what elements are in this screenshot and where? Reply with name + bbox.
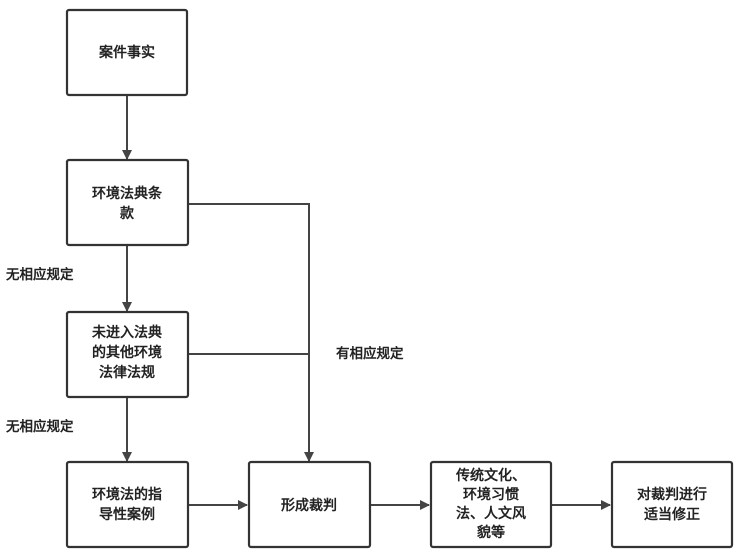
edge-label-has-rule: 有相应规定 (336, 345, 404, 362)
node-tradition-line: 貌等 (476, 524, 505, 541)
node-ruling: 形成裁判 (247, 460, 372, 549)
node-code-line: 环境法典条 (92, 185, 163, 202)
node-guiding: 环境法的指 导性案例 (65, 460, 190, 549)
node-correction-line: 对裁判进行 (637, 486, 707, 503)
node-tradition-line: 环境习惯 (463, 486, 519, 503)
node-guiding-line: 环境法的指 (92, 486, 162, 503)
node-ruling-line: 形成裁判 (281, 497, 337, 514)
edge-label-no-rule-1: 无相应规定 (5, 266, 74, 283)
node-other-laws-line: 的其他环境 (92, 344, 162, 361)
edge-label-no-rule-2: 无相应规定 (5, 418, 74, 435)
node-other-laws: 未进入法典 的其他环境 法律法规 (65, 310, 190, 399)
edge-code-to-ruling (188, 203, 314, 462)
node-other-laws-line: 未进入法典 (92, 324, 162, 341)
node-tradition-line: 法、人文风 (456, 505, 526, 522)
node-other-laws-line: 法律法规 (99, 364, 155, 381)
node-guiding-line: 导性案例 (99, 506, 155, 523)
node-facts: 案件事实 (65, 8, 189, 97)
node-facts-line: 案件事实 (98, 44, 155, 61)
node-tradition-line: 传统文化、 (455, 467, 526, 484)
node-correction-line: 适当修正 (644, 506, 700, 523)
node-code-line: 款 (120, 205, 135, 222)
node-correction: 对裁判进行 适当修正 (610, 460, 734, 549)
node-tradition: 传统文化、 环境习惯 法、人文风 貌等 (429, 460, 553, 549)
node-code: 环境法典条 款 (65, 158, 190, 247)
